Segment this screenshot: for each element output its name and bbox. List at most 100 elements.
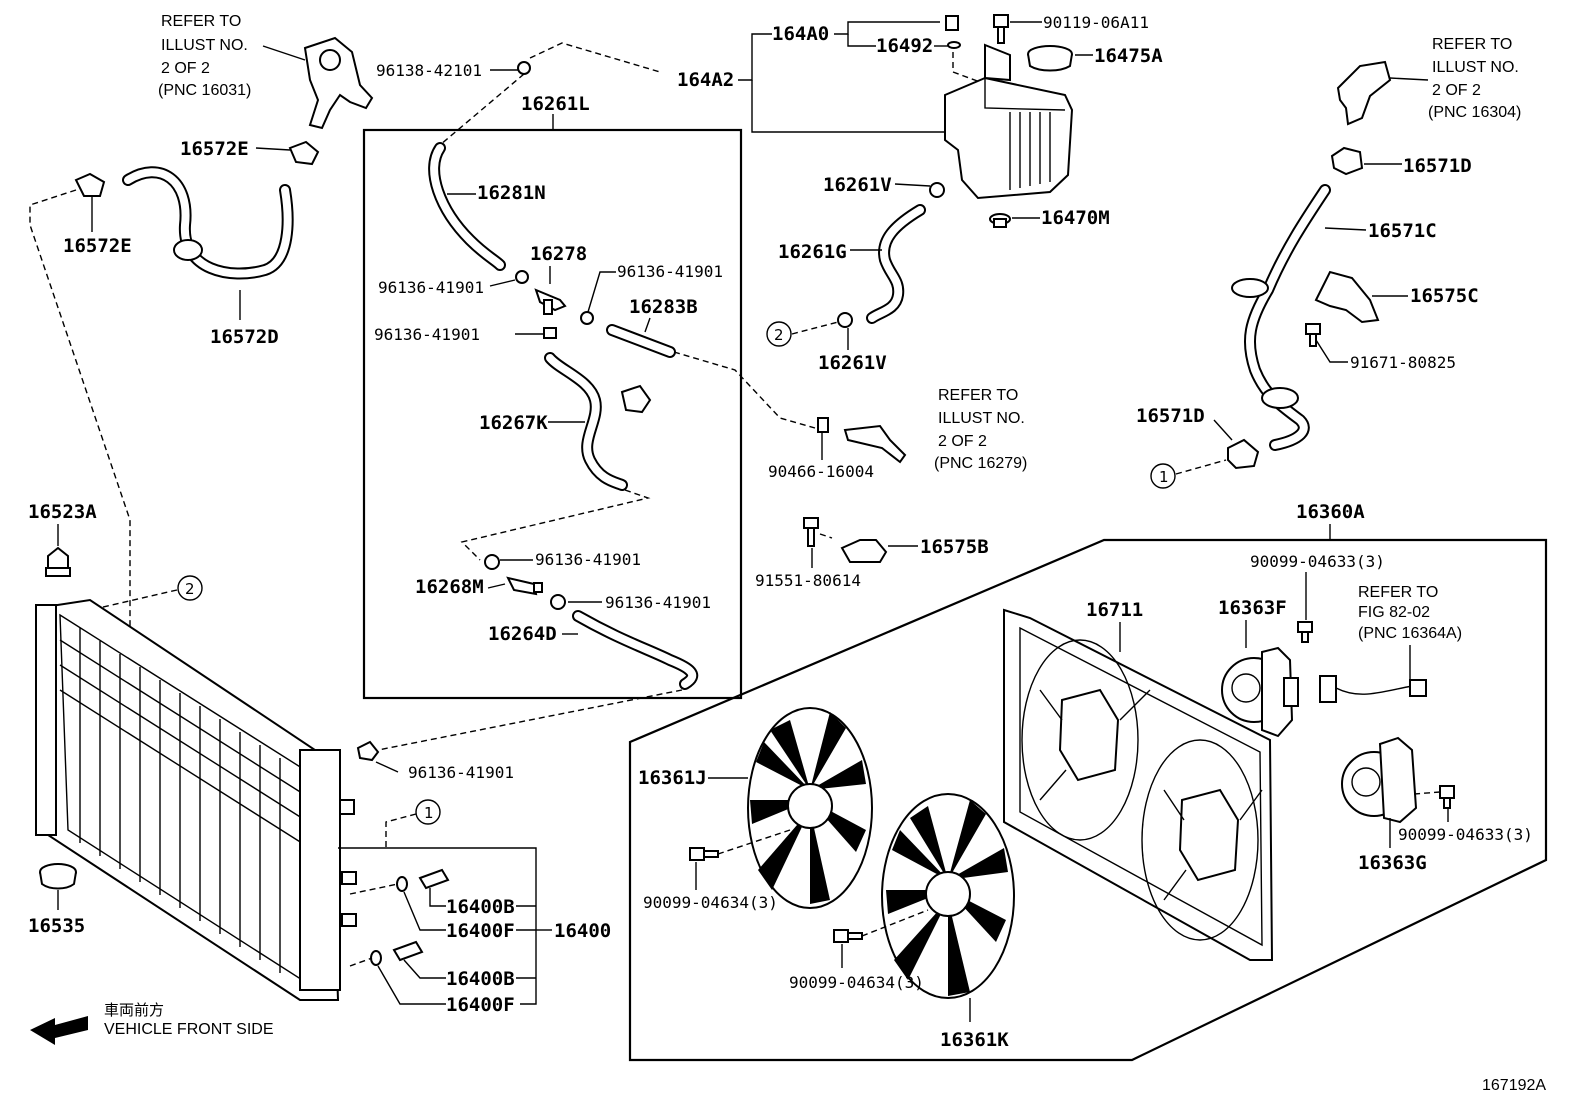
clamp-96136-41901-e[interactable]: [550, 594, 566, 610]
reservoir-cap-16475a[interactable]: [1027, 45, 1073, 72]
joint-16268m[interactable]: [506, 576, 543, 596]
circle-ref-2-a: 2: [766, 321, 792, 347]
drain-cock-plug[interactable]: [356, 740, 380, 762]
water-inlet-part[interactable]: [1336, 60, 1392, 126]
gasket-16492[interactable]: [947, 41, 961, 49]
label-16492: 16492: [876, 35, 933, 57]
reservoir-tank-164a0[interactable]: [944, 43, 1074, 200]
bolt-90099-04634-a[interactable]: [689, 847, 719, 861]
bolt-90099-04633-b[interactable]: [1439, 785, 1455, 809]
svg-text:1: 1: [1159, 468, 1169, 486]
label-16363f: 16363F: [1218, 597, 1287, 619]
drain-plug-16400b-a[interactable]: [418, 868, 450, 890]
clamp-16571d-lower[interactable]: [1227, 438, 1260, 470]
note-ref-16279: REFER TO ILLUST NO. 2 OF 2 (PNC 16279): [934, 387, 1027, 472]
grommet-16470m[interactable]: [989, 213, 1011, 228]
hose-16261g[interactable]: [866, 204, 926, 324]
label-16711: 16711: [1086, 599, 1143, 621]
fan-blade-16361k[interactable]: [881, 793, 1015, 999]
bolt-90099-04634-b[interactable]: [833, 929, 863, 943]
fan-assembly-box: [628, 538, 1548, 1062]
hose-16267k[interactable]: [544, 352, 628, 491]
label-164a0: 164A0: [772, 23, 829, 45]
clamp-16572e-lower[interactable]: [74, 172, 106, 197]
bolt-90119-06a11[interactable]: [993, 14, 1009, 44]
label-16360a: 16360A: [1296, 501, 1365, 523]
joint-16278[interactable]: [534, 288, 567, 315]
label-91551-80614: 91551-80614: [755, 571, 861, 590]
svg-text:REFER TO: REFER TO: [938, 387, 1018, 404]
fan-motor-16363g[interactable]: [1341, 736, 1418, 824]
o-ring-16400f-a[interactable]: [396, 876, 408, 892]
bracket-16575c[interactable]: [1314, 270, 1380, 324]
upper-radiator-hose-16572d[interactable]: [122, 166, 294, 280]
clamp-96136-41901-b[interactable]: [580, 311, 594, 325]
label-96136-41901-e: 96136-41901: [605, 593, 711, 612]
hose-16264d[interactable]: [572, 610, 699, 690]
hose-16283b[interactable]: [606, 324, 676, 358]
label-16363g: 16363G: [1358, 852, 1427, 874]
bracket-pipe-16279[interactable]: [817, 417, 907, 464]
bracket-16575b[interactable]: [840, 539, 888, 563]
label-16283b: 16283B: [629, 296, 698, 318]
svg-text:(PNC 16304): (PNC 16304): [1428, 104, 1521, 121]
hose-16281n[interactable]: [428, 142, 506, 271]
clamp-16261v-upper[interactable]: [929, 182, 945, 198]
label-16535: 16535: [28, 915, 85, 937]
radiator-16400[interactable]: [35, 598, 357, 1001]
svg-text:ILLUST NO.: ILLUST NO.: [161, 37, 248, 54]
label-16361j: 16361J: [638, 767, 707, 789]
label-16400f-b: 16400F: [446, 994, 515, 1016]
water-outlet-part[interactable]: [303, 36, 374, 130]
label-90466-16004: 90466-16004: [768, 462, 874, 481]
bolt-90099-04633-a[interactable]: [1297, 621, 1313, 643]
svg-text:(PNC 16031): (PNC 16031): [158, 82, 251, 99]
clamp-96138-42101[interactable]: [517, 61, 531, 75]
label-16523a: 16523A: [28, 501, 97, 523]
svg-text:(PNC 16364A): (PNC 16364A): [1358, 625, 1462, 642]
svg-text:2: 2: [185, 580, 195, 598]
wire-harness-16364a[interactable]: [1319, 675, 1427, 703]
fan-shroud-16711[interactable]: [1003, 608, 1274, 961]
cushion-16523a[interactable]: [45, 546, 71, 577]
drain-plug-16400b-b[interactable]: [392, 940, 424, 962]
o-ring-16400f-b[interactable]: [370, 950, 382, 966]
kit-box-16261l: [362, 128, 743, 700]
label-16475a: 16475A: [1094, 45, 1163, 67]
label-16571d-lower: 16571D: [1136, 405, 1205, 427]
svg-text:2: 2: [774, 326, 784, 344]
hose-clip[interactable]: [620, 384, 652, 414]
label-96136-41901-b: 96136-41901: [617, 262, 723, 281]
bolt-91551-80614[interactable]: [803, 517, 819, 547]
label-16361k: 16361K: [940, 1029, 1009, 1051]
label-96138-42101: 96138-42101: [376, 61, 482, 80]
fan-motor-16363f[interactable]: [1221, 646, 1299, 738]
label-16575b: 16575B: [920, 536, 989, 558]
svg-text:FIG 82-02: FIG 82-02: [1358, 604, 1430, 621]
circle-ref-1-a: 1: [1150, 463, 1176, 489]
svg-text:REFER TO: REFER TO: [1432, 36, 1512, 53]
circle-ref-2-b: 2: [177, 575, 203, 601]
label-16400: 16400: [554, 920, 611, 942]
label-16278: 16278: [530, 243, 587, 265]
label-90119-06a11: 90119-06A11: [1043, 13, 1149, 32]
clamp-96136-41901-d[interactable]: [484, 554, 500, 570]
clamp-16261v-lower[interactable]: [837, 312, 853, 328]
label-16470m: 16470M: [1041, 207, 1110, 229]
svg-text:ILLUST NO.: ILLUST NO.: [938, 410, 1025, 427]
label-16261l: 16261L: [521, 93, 590, 115]
clamp-16572e-upper[interactable]: [288, 140, 320, 166]
cushion-16535[interactable]: [39, 863, 77, 890]
label-16261v-upper: 16261V: [823, 174, 892, 196]
label-16572e-upper: 16572E: [180, 138, 249, 160]
clamp-96136-41901-c[interactable]: [543, 327, 557, 339]
clamp-16571d-upper[interactable]: [1330, 146, 1364, 176]
bolt-164a0[interactable]: [945, 15, 959, 31]
svg-text:VEHICLE FRONT SIDE: VEHICLE FRONT SIDE: [104, 1021, 274, 1038]
label-16572e-lower: 16572E: [63, 235, 132, 257]
label-96136-41901-f: 96136-41901: [408, 763, 514, 782]
fan-blade-16361j[interactable]: [747, 707, 873, 909]
clamp-96136-41901-a[interactable]: [515, 270, 529, 284]
lower-radiator-hose-16571c[interactable]: [1231, 184, 1331, 451]
